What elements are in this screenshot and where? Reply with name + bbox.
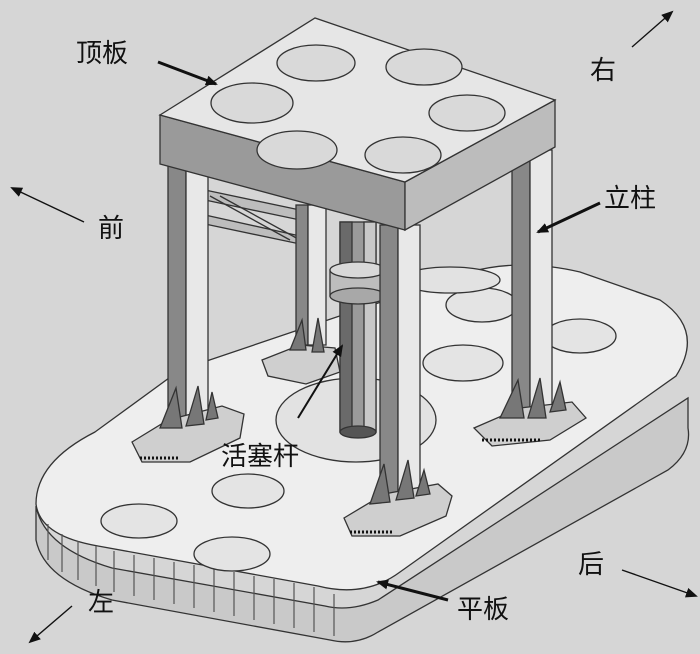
base-plate-ribs: [47, 524, 335, 636]
label-left: 左: [88, 588, 115, 618]
label-right: 右: [590, 56, 617, 86]
column-front-right: [343, 224, 453, 537]
right-direction-arrow: [631, 10, 674, 48]
back-direction-arrow: [621, 569, 698, 598]
column-arrow: [536, 201, 601, 234]
label-back: 后: [578, 550, 605, 580]
label-column: 立柱: [604, 184, 657, 214]
top-plate: [158, 17, 557, 232]
top-plate-pads: [210, 44, 506, 174]
direction-arrows: [10, 10, 698, 644]
label-top-plate: 顶板: [76, 39, 129, 69]
column-back-right: [472, 149, 587, 447]
annotation-arrows: [157, 60, 601, 602]
left-direction-arrow: [28, 605, 73, 644]
front-direction-arrow: [10, 187, 85, 223]
base-plate-pads: [100, 287, 617, 572]
base-plate-arrow: [376, 579, 449, 602]
label-front: 前: [98, 214, 125, 244]
label-piston-rod: 活塞杆: [221, 442, 300, 472]
column-back-left: [261, 204, 341, 385]
top-plate-arrow: [157, 60, 218, 86]
piston-rod-arrow: [297, 344, 344, 419]
column-front-left: [131, 159, 245, 463]
label-base-plate: 平板: [457, 595, 510, 625]
